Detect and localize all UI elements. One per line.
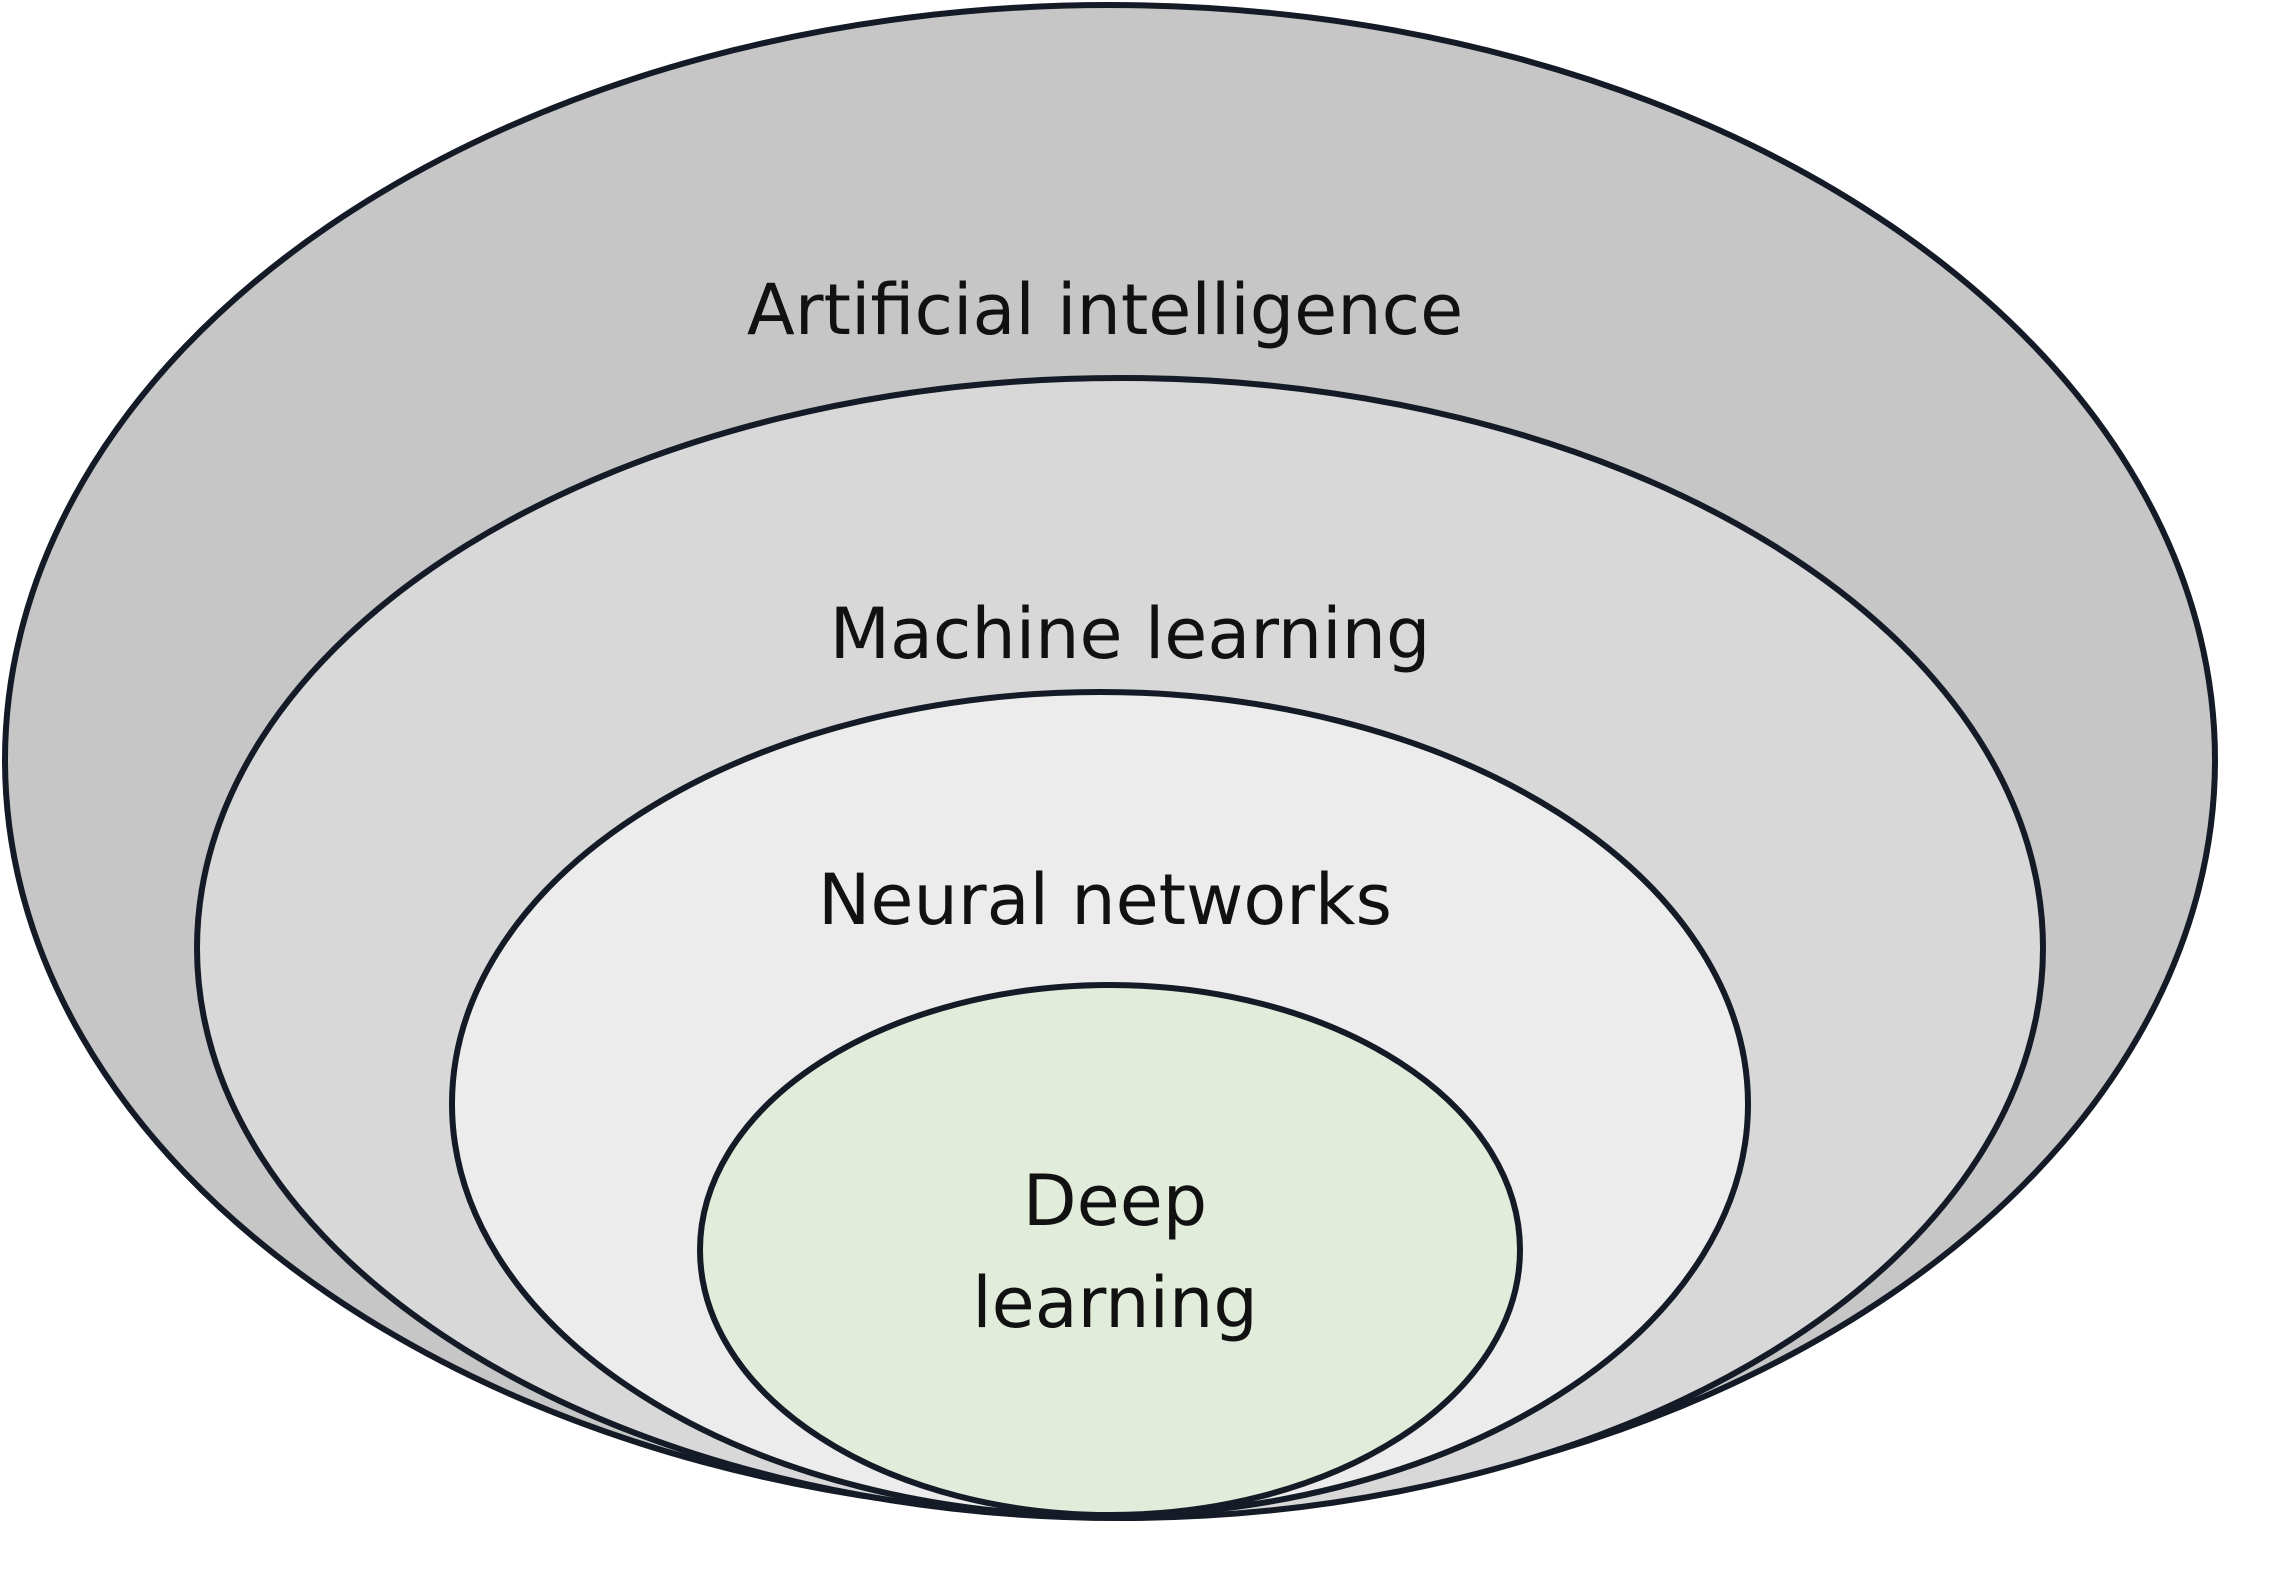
deep-learning-region xyxy=(697,982,1523,1518)
stray-letter-1: M xyxy=(393,376,452,455)
neural-networks-label: Neural networks xyxy=(818,859,1392,941)
stray-letter-2: M xyxy=(393,538,452,617)
deep-learning-label-line2: learning xyxy=(972,1262,1258,1344)
deep-learning-label-line1: Deep xyxy=(1023,1160,1207,1242)
artificial-intelligence-label: Artificial intelligence xyxy=(747,269,1463,351)
machine-learning-label: Machine learning xyxy=(830,593,1431,675)
